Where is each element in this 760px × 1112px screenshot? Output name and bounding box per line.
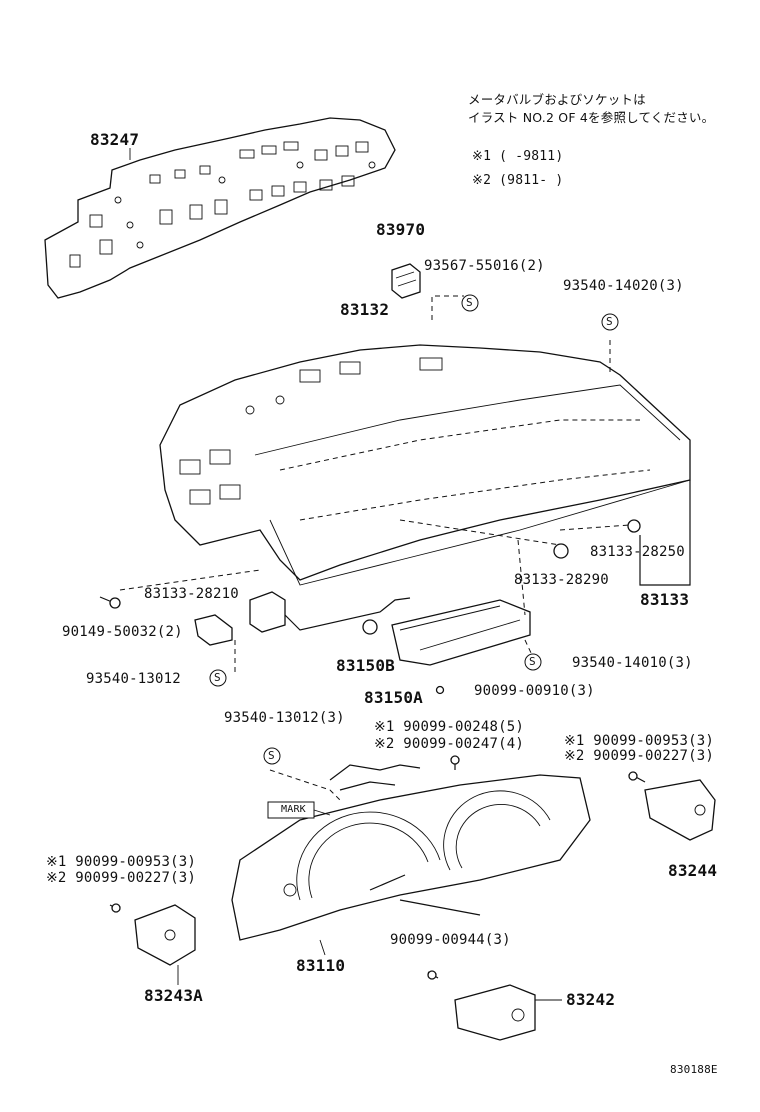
- socket-83133-28210: [249, 591, 411, 633]
- part-label-83133: 83133: [640, 590, 690, 609]
- part-label-90099-00247: ※2 90099-00247(4): [374, 736, 524, 752]
- part-label-83150b: 83150B: [336, 656, 395, 675]
- meter-83110: [231, 774, 591, 941]
- screw-90149: [99, 596, 121, 609]
- part-label-83132: 83132: [340, 300, 390, 319]
- bracket-83244: [628, 771, 716, 841]
- part-label-90099-00227-right: ※2 90099-00227(3): [564, 748, 714, 764]
- circuit-plate-83247: [44, 117, 396, 299]
- screw-symbols: [209, 294, 619, 765]
- socket-83970: [391, 263, 421, 299]
- bulb-83150b: [362, 619, 378, 635]
- bracket-left: [194, 614, 233, 646]
- part-label-83133-28290: 83133-28290: [514, 572, 609, 588]
- bracket-83242: [427, 970, 562, 1041]
- mark-tag: [267, 801, 331, 819]
- part-label-83243a: 83243A: [144, 986, 203, 1005]
- mark-label: MARK: [281, 804, 306, 815]
- part-label-90099-00227-left: ※2 90099-00227(3): [46, 870, 196, 886]
- part-label-90099-00944: 90099-00944(3): [390, 932, 511, 948]
- part-label-83970: 83970: [376, 220, 426, 239]
- screw-symbol: S: [529, 655, 536, 668]
- part-label-83110: 83110: [296, 956, 346, 975]
- bracket-83243a: [109, 903, 196, 966]
- screw-symbol: S: [466, 296, 473, 309]
- part-label-83133-28210: 83133-28210: [144, 586, 239, 602]
- part-label-83133-28250: 83133-28250: [590, 544, 685, 560]
- part-label-93540-13012: 93540-13012: [86, 671, 181, 687]
- part-label-90099-00953-right: ※1 90099-00953(3): [564, 733, 714, 749]
- part-label-90099-00910: 90099-00910(3): [474, 683, 595, 699]
- note-line-2: イラスト NO.2 OF 4を参照してください。: [468, 110, 715, 125]
- part-label-90149-50032: 90149-50032(2): [62, 624, 183, 640]
- diagram-code: 830188E: [670, 1063, 718, 1076]
- part-label-83244: 83244: [668, 861, 718, 880]
- part-label-83242: 83242: [566, 990, 616, 1009]
- note-line-1: メータバルブおよびソケットは: [468, 92, 646, 107]
- bulb-83133-28250: [627, 519, 641, 533]
- module-83150a: [391, 599, 531, 666]
- screw-symbol: S: [214, 671, 221, 684]
- part-label-93540-14020: 93540-14020(3): [563, 278, 684, 294]
- footnote-1: ※1 ( -9811): [472, 149, 564, 164]
- part-label-90099-00953-left: ※1 90099-00953(3): [46, 854, 196, 870]
- part-label-83150a: 83150A: [364, 688, 423, 707]
- footnote-2: ※2 (9811- ): [472, 173, 564, 188]
- part-label-90099-00248: ※1 90099-00248(5): [374, 719, 524, 735]
- bulb-83133-28290: [553, 543, 569, 559]
- screw-symbol: S: [606, 315, 613, 328]
- screw-symbol: S: [268, 749, 275, 762]
- part-label-93540-14010: 93540-14010(3): [572, 655, 693, 671]
- part-label-93567-55016: 93567-55016(2): [424, 258, 545, 274]
- part-label-83247: 83247: [90, 130, 140, 149]
- part-label-93540-13012-3: 93540-13012(3): [224, 710, 345, 726]
- wire-harness: [329, 764, 421, 791]
- cluster-case-83132: [159, 344, 691, 586]
